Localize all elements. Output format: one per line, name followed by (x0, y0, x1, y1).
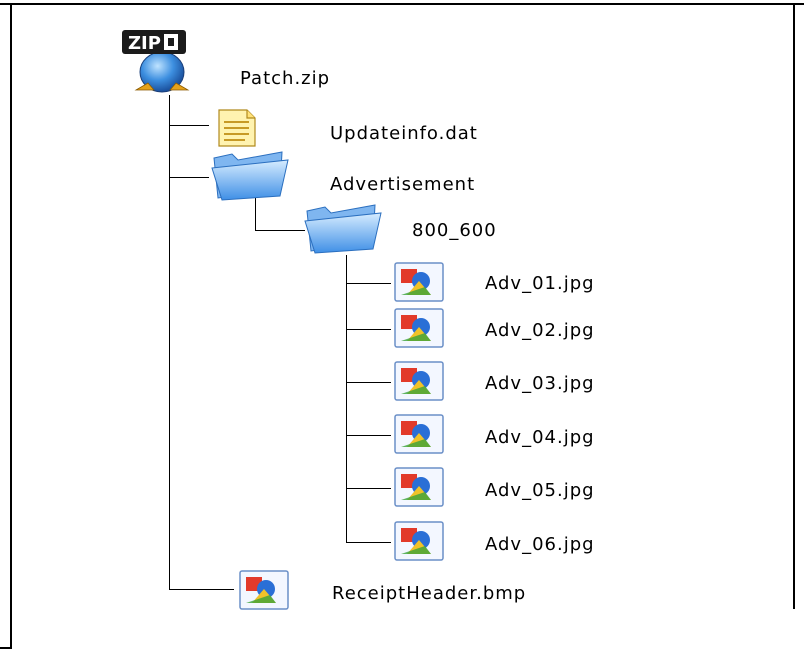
tree-connector (255, 230, 305, 231)
tree-node-label-adv-06[interactable]: Adv_06.jpg (485, 534, 595, 555)
tree-connector (346, 329, 391, 330)
tree-connector (346, 488, 391, 489)
frame-border-right (793, 3, 795, 609)
tree-connector (169, 589, 234, 590)
tree-node-label-advertisement[interactable]: Advertisement (330, 174, 476, 195)
image-file-icon (391, 520, 451, 562)
frame-border-top (0, 3, 804, 5)
image-file-icon (391, 466, 451, 508)
image-file-icon (236, 569, 296, 611)
tree-node-label-adv-03[interactable]: Adv_03.jpg (485, 373, 595, 394)
frame-border-left (10, 3, 12, 649)
image-file-icon (391, 307, 451, 349)
tree-connector (169, 95, 170, 590)
svg-text:ZIP: ZIP (128, 33, 161, 54)
tree-connector (255, 196, 256, 231)
folder-icon (303, 203, 387, 255)
tree-node-label-updateinfo[interactable]: Updateinfo.dat (330, 123, 478, 144)
tree-node-label-receiptheader[interactable]: ReceiptHeader.bmp (332, 583, 527, 604)
tree-connector (346, 435, 391, 436)
tree-node-label-adv-01[interactable]: Adv_01.jpg (485, 273, 595, 294)
tree-connector (346, 542, 391, 543)
tree-node-label-800-600[interactable]: 800_600 (412, 220, 497, 241)
folder-icon (210, 150, 294, 202)
image-file-icon (391, 360, 451, 402)
text-file-icon (215, 108, 259, 148)
tree-connector (169, 125, 209, 126)
image-file-icon (391, 413, 451, 455)
tree-connector (346, 255, 347, 543)
tree-connector (346, 283, 391, 284)
tree-connector (169, 177, 209, 178)
tree-connector (346, 382, 391, 383)
tree-node-label-adv-04[interactable]: Adv_04.jpg (485, 427, 595, 448)
zip-archive-icon: ZIP (118, 28, 200, 96)
tree-node-label-adv-05[interactable]: Adv_05.jpg (485, 480, 595, 501)
image-file-icon (391, 261, 451, 303)
frame-border-bottom (0, 647, 12, 649)
tree-node-label-adv-02[interactable]: Adv_02.jpg (485, 320, 595, 341)
tree-node-label-root[interactable]: Patch.zip (240, 68, 331, 89)
